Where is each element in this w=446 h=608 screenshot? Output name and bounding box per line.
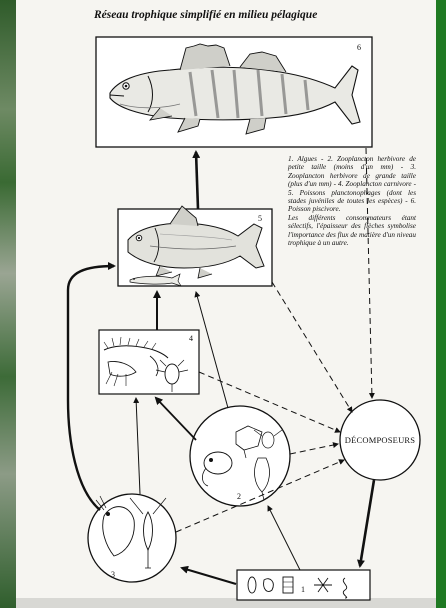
node-1-label: 1 bbox=[301, 585, 305, 594]
arrow-2-to-5 bbox=[196, 292, 228, 408]
arrow-1-to-2 bbox=[268, 506, 300, 570]
node-5-label: 5 bbox=[258, 214, 262, 223]
legend-text: 1. Algues - 2. Zooplancton herbivore de … bbox=[288, 155, 416, 247]
legend-note: Les différents consommateurs étant sélec… bbox=[288, 214, 416, 248]
node-2-label: 2 bbox=[237, 492, 241, 501]
arrow-2-to-4 bbox=[156, 398, 196, 440]
node-4-label: 4 bbox=[189, 334, 193, 343]
node-6-label: 6 bbox=[357, 43, 361, 52]
node-1-algae: 1 bbox=[237, 570, 370, 600]
arrow-1-to-3 bbox=[182, 568, 236, 584]
arrow-decomposers-to-1 bbox=[360, 480, 374, 566]
dashed-2-to-decomposers bbox=[290, 444, 338, 454]
node-5-planktivorous-fish: 5 bbox=[118, 206, 272, 286]
node-4-carnivorous-zooplankton: 4 bbox=[99, 330, 199, 394]
legend-entries: 1. Algues - 2. Zooplancton herbivore de … bbox=[288, 155, 416, 214]
arrow-5-to-6 bbox=[196, 152, 198, 209]
decomposers-label: DÉCOMPOSEURS bbox=[345, 435, 415, 445]
node-2-small-herbivorous-zooplankton: 2 bbox=[190, 406, 290, 506]
arrow-3-to-4 bbox=[136, 398, 140, 494]
node-6-piscivore-fish: 6 bbox=[96, 37, 372, 147]
node-3-label: 3 bbox=[111, 570, 115, 579]
node-3-large-herbivorous-zooplankton: 3 bbox=[88, 494, 176, 582]
dashed-5-to-decomposers bbox=[272, 282, 352, 412]
